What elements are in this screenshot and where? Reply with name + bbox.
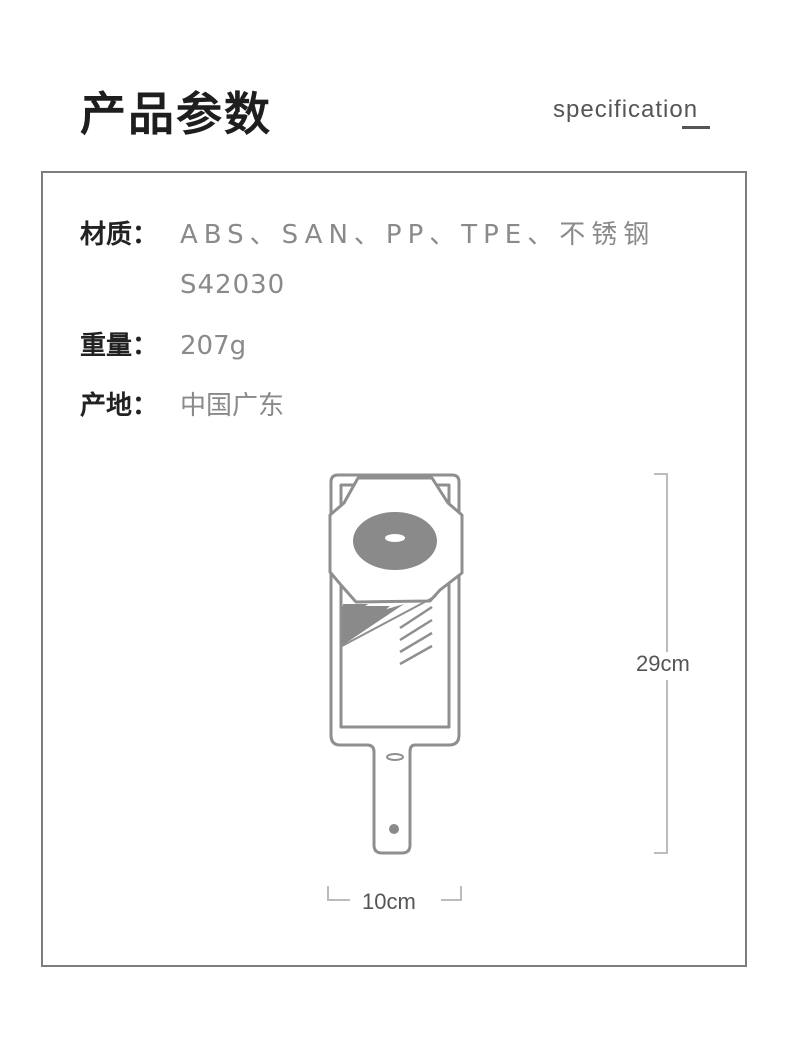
julienne-lines <box>399 605 433 666</box>
subtitle-underline <box>682 126 710 129</box>
grip-hole <box>385 534 405 542</box>
height-dimension-label: 29cm <box>636 651 690 676</box>
page-title: 产品参数 <box>80 87 272 141</box>
width-dimension-label: 10cm <box>362 889 416 914</box>
hanging-hole <box>389 824 399 834</box>
height-dimension-bracket <box>654 473 668 854</box>
spec-label-material: 材质： <box>80 220 159 250</box>
spec-label-origin: 产地： <box>80 391 159 421</box>
blade-shade <box>342 606 390 646</box>
width-dimension-bracket <box>327 886 462 901</box>
slicer-blade <box>343 604 404 645</box>
spec-label-weight: 重量： <box>80 331 159 361</box>
page-subtitle: specification <box>553 96 699 123</box>
spec-panel <box>41 171 747 967</box>
spec-value-material: ABS、SAN、PP、TPE、不锈钢 <box>180 220 656 250</box>
spec-value-material-line2: S42030 <box>180 270 286 300</box>
spec-value-weight: 207g <box>180 331 247 361</box>
spec-value-origin: 中国广东 <box>180 391 285 421</box>
